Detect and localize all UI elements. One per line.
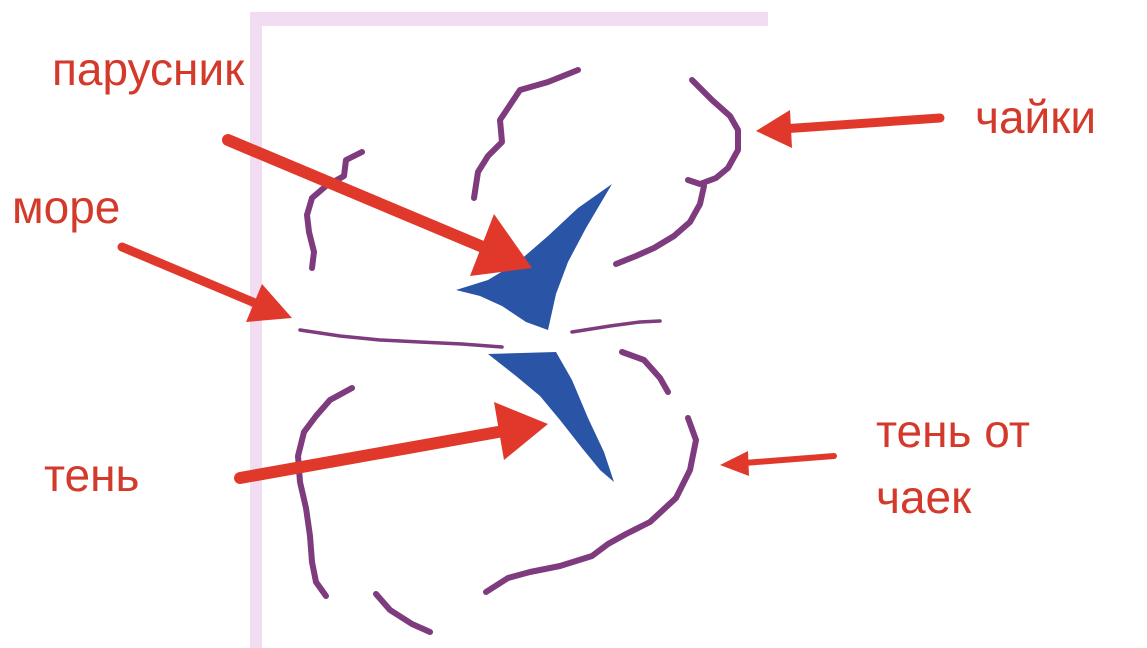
arrow-gulls-shaft xyxy=(782,118,940,129)
label-sea: море xyxy=(12,180,120,234)
label-gull-shadow-line2: чаек xyxy=(876,464,1030,530)
frame-top-edge xyxy=(250,12,768,26)
label-shadow: тень xyxy=(44,448,140,502)
arrow-gulls xyxy=(756,110,940,148)
frame-left-edge xyxy=(250,12,262,648)
label-gull-shadow-line1: тень от xyxy=(876,398,1030,464)
label-sailboat: парусник xyxy=(52,42,244,96)
arrow-sea-shaft xyxy=(122,247,262,306)
label-gull-shadow: тень от чаек xyxy=(876,398,1030,530)
label-gulls: чайки xyxy=(975,90,1096,144)
